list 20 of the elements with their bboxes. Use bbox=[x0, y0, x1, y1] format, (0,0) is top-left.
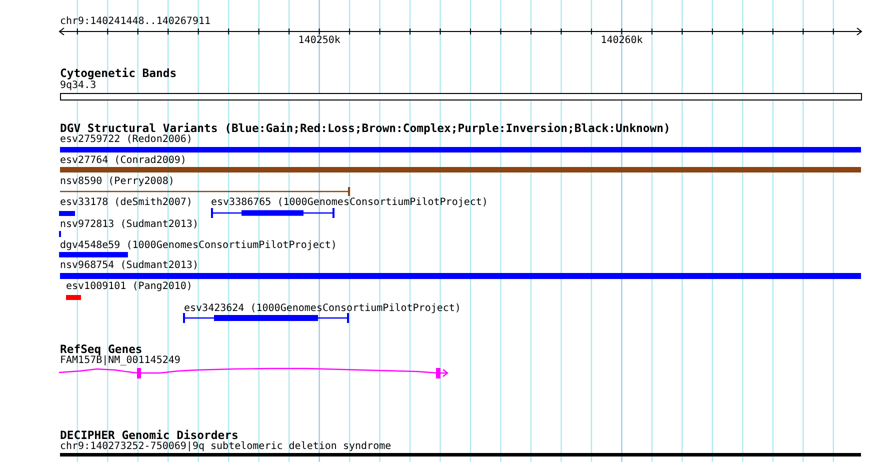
feature-label: esv33178 (deSmith2007) bbox=[60, 197, 192, 209]
feature-label: nsv972813 (Sudmant2013) bbox=[60, 218, 198, 230]
feature-label: nsv8590 (Perry2008) bbox=[60, 176, 174, 188]
tick-label: 140250k bbox=[298, 35, 340, 47]
feature-label: esv1009101 (Pang2010) bbox=[66, 281, 192, 293]
feature-label: dgv4548e59 (1000GenomesConsortiumPilotProject) bbox=[60, 240, 337, 252]
track-heading: DGV Structural Variants (Blue:Gain;Red:Loss;Brown:Complex;Purple:Inversion;Black:Unknown) bbox=[60, 122, 670, 134]
track-heading: Cytogenetic Bands bbox=[60, 67, 177, 80]
feature-label: esv3386765 (1000GenomesConsortiumPilotProject) bbox=[211, 197, 488, 209]
track-heading: RefSeq Genes bbox=[60, 343, 142, 356]
track-heading: DECIPHER Genomic Disorders bbox=[60, 429, 238, 442]
coordinate-range: chr9:140241448..140267911 bbox=[60, 16, 211, 28]
feature-label: esv2759722 (Redon2006) bbox=[60, 134, 192, 146]
feature-label: esv27764 (Conrad2009) bbox=[60, 154, 186, 166]
feature-label: chr9:140273252-750069|9q subtelomeric deletion syndrome bbox=[60, 440, 392, 452]
feature-label: esv3423624 (1000GenomesConsortiumPilotProject) bbox=[184, 303, 461, 315]
tick-label: 140260k bbox=[600, 35, 643, 47]
feature-label: 9q34.3 bbox=[60, 80, 96, 92]
feature-label: FAM157B|NM_001145249 bbox=[60, 355, 180, 367]
feature-label: nsv968754 (Sudmant2013) bbox=[60, 260, 198, 272]
